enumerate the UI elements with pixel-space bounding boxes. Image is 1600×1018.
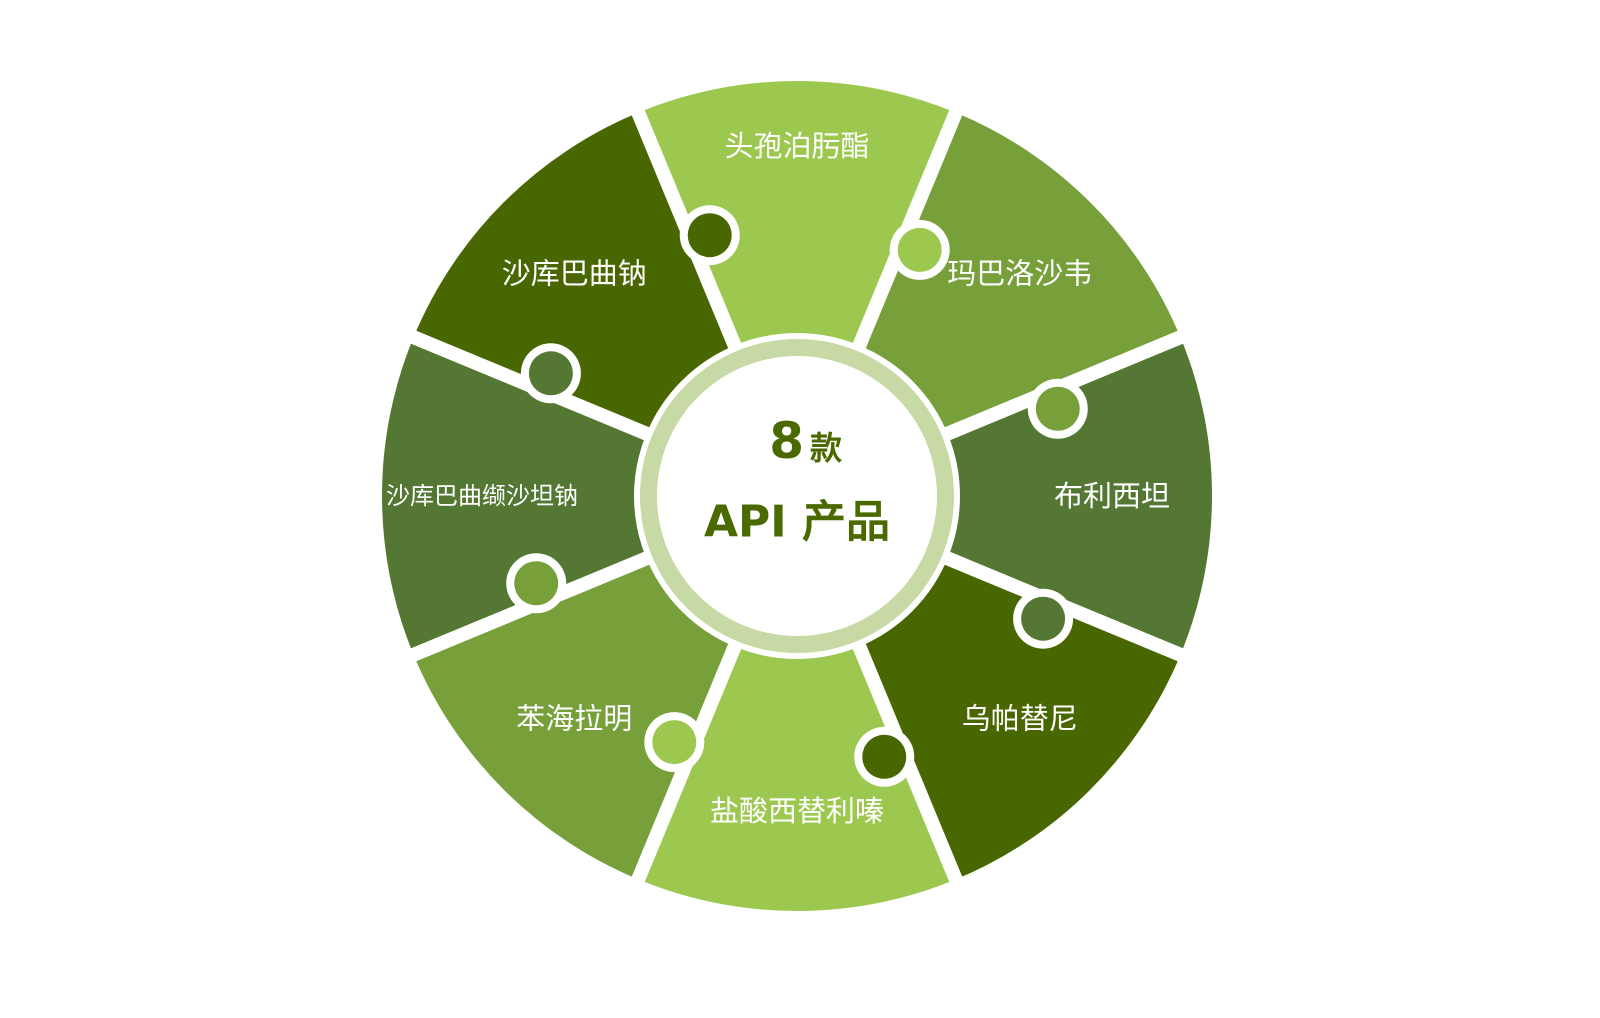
- center-title: API 产品: [704, 497, 890, 548]
- center-count: 8: [769, 412, 804, 470]
- puzzle-knob: [897, 227, 942, 272]
- center-circle: [657, 356, 937, 636]
- segment-label-1: 头孢泊肟酯: [724, 129, 869, 163]
- segment-4: [854, 553, 1181, 880]
- segment-2: [854, 112, 1181, 439]
- segment-label-4: 乌帕替尼: [962, 702, 1078, 736]
- segment-label-3: 布利西坦: [1054, 479, 1170, 513]
- separator-lines: [401, 100, 1193, 892]
- segment-8: [413, 112, 740, 439]
- puzzle-knob: [1021, 596, 1066, 641]
- puzzle-knob: [862, 734, 907, 779]
- segment-label-6: 苯海拉明: [516, 702, 632, 736]
- center-unit: 款: [810, 429, 842, 467]
- segment-label-7: 沙库巴曲缬沙坦钠: [386, 482, 578, 510]
- puzzle-knob: [687, 213, 732, 258]
- segment-label-8: 沙库巴曲钠: [502, 256, 647, 290]
- segment-6: [413, 553, 740, 880]
- puzzle-knob: [514, 561, 559, 606]
- segment-label-2: 玛巴洛沙韦: [947, 256, 1092, 290]
- puzzle-knob: [528, 351, 573, 396]
- segment-label-5: 盐酸西替利嗪: [710, 794, 884, 828]
- puzzle-knob: [1035, 386, 1080, 431]
- puzzle-knob: [652, 720, 697, 765]
